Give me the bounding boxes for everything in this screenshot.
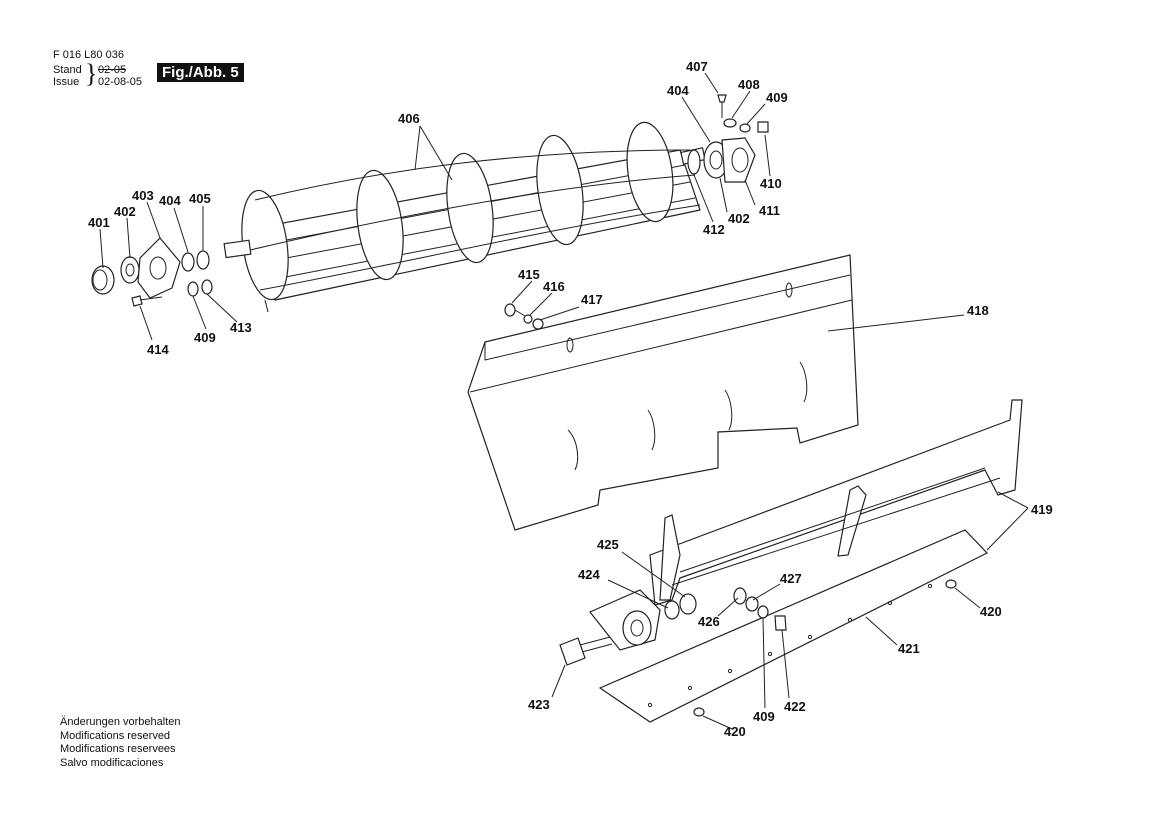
label-402: 402: [728, 211, 750, 226]
label-414: 414: [147, 342, 169, 357]
label-420: 420: [724, 724, 746, 739]
note-english: Modifications reserved: [60, 729, 171, 742]
label-403: 403: [132, 188, 154, 203]
label-416: 416: [543, 279, 565, 294]
modification-notes: Änderungen vorbehalten Modifications res…: [60, 716, 180, 770]
right-bearing-assembly: [687, 94, 769, 183]
cutter-frame: [589, 399, 1023, 651]
issue-label: Issue: [53, 76, 80, 88]
label-402: 402: [114, 204, 136, 219]
label-407: 407: [686, 59, 708, 74]
label-409: 409: [753, 709, 775, 724]
cover-plate: [467, 254, 859, 531]
label-415: 415: [518, 267, 540, 282]
label-406: 406: [398, 111, 420, 126]
label-404: 404: [667, 83, 689, 98]
small-hardware: [559, 579, 957, 717]
label-418: 418: [967, 303, 989, 318]
document-number: F 016 L80 036: [53, 49, 124, 61]
label-408: 408: [738, 77, 760, 92]
label-422: 422: [784, 699, 806, 714]
reel-cylinder: [223, 121, 706, 313]
label-425: 425: [597, 537, 619, 552]
leader-lines: [99, 72, 1029, 730]
label-401: 401: [88, 215, 110, 230]
label-421: 421: [898, 641, 920, 656]
label-424: 424: [578, 567, 600, 582]
blade-holes: [647, 583, 933, 708]
part-labels: 401 402 403 404 405 406 407 408 409 404 …: [88, 59, 1053, 739]
label-409: 409: [194, 330, 216, 345]
label-419: 419: [1031, 502, 1053, 517]
label-412: 412: [703, 222, 725, 237]
left-bearing-assembly: [91, 237, 213, 307]
label-410: 410: [760, 176, 782, 191]
screw-set-415-417: [504, 303, 544, 330]
stand-old-date: 02-05: [98, 64, 127, 76]
note-german: Änderungen vorbehalten: [60, 716, 181, 728]
stand-label: Stand: [53, 64, 82, 76]
label-405: 405: [189, 191, 211, 206]
issue-date: 02-08-05: [98, 76, 143, 88]
brace-symbol: }: [85, 59, 98, 88]
label-420: 420: [980, 604, 1002, 619]
figure-label: Fig./Abb. 5: [157, 63, 244, 82]
label-404: 404: [159, 193, 181, 208]
label-411: 411: [759, 203, 780, 218]
label-427: 427: [780, 571, 802, 586]
note-spanish: Salvo modificaciones: [60, 756, 164, 769]
bottom-blade: [598, 529, 988, 723]
label-409: 409: [766, 90, 788, 105]
label-426: 426: [698, 614, 720, 629]
label-417: 417: [581, 292, 603, 307]
note-french: Modifications reservees: [60, 743, 176, 755]
label-423: 423: [528, 697, 550, 712]
label-413: 413: [230, 320, 252, 335]
